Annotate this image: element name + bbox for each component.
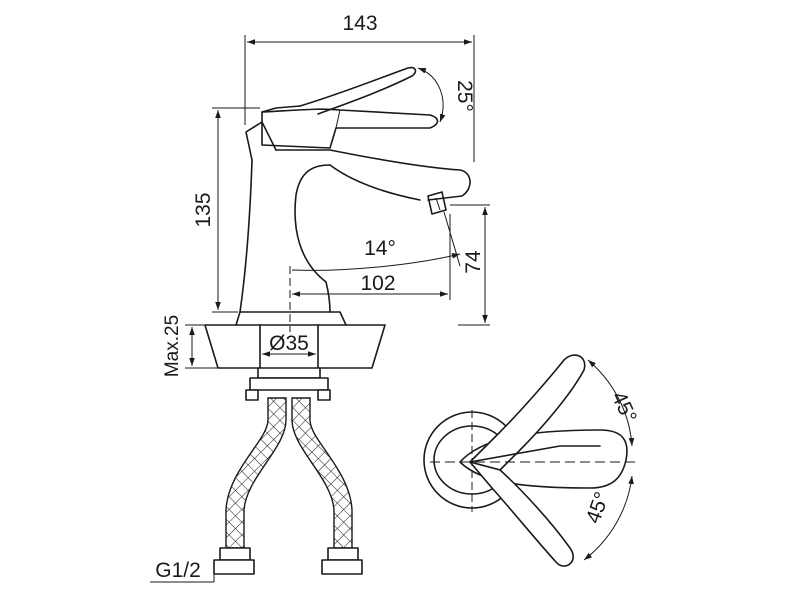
dimension-max-deck: Max.25 [162,315,218,377]
dimension-spout-reach-102: 102 [292,214,451,300]
dimension-label-rotation-upper: 45° [607,388,641,427]
dimension-width-143: 143 [244,12,475,162]
dimension-label-hole-diameter: Ø35 [269,332,309,355]
top-view: 45° 45° [423,354,641,567]
thread-label: G1/2 [150,559,215,583]
dimension-label-thread: G1/2 [155,559,201,582]
dimension-spout-angle: 14° [291,211,461,271]
dimension-spout-height-74: 74 [450,204,490,326]
side-view: 143 135 25° 74 14° [150,12,490,583]
dimension-label-spout-angle: 14° [364,237,396,260]
dimension-lever-angle: 25° [417,67,476,123]
dimension-label-102: 102 [360,272,395,295]
dimension-label-74: 74 [462,250,485,274]
dimension-label-max-deck: Max.25 [162,315,183,377]
dimension-label-143: 143 [342,12,377,35]
faucet-body [235,121,471,326]
dimension-label-lever-angle: 25° [453,80,476,112]
dimension-hole-diameter: Ø35 [262,332,316,358]
dimension-label-rotation-lower: 45° [582,489,614,527]
dimension-height-135: 135 [192,107,260,313]
dimension-label-135: 135 [192,192,215,227]
supply-hoses [213,367,363,575]
lever-handle [261,66,439,149]
lever-top-view [469,354,601,567]
